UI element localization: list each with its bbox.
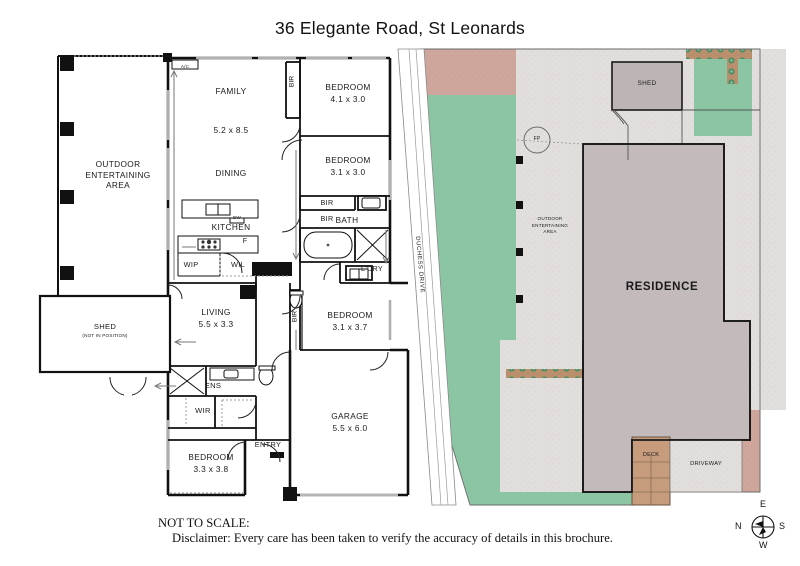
site-label-residence: RESIDENCE xyxy=(625,281,699,293)
not-to-scale-text: NOT TO SCALE: xyxy=(158,516,250,530)
disclaimer-text: Disclaimer: Every care has been taken to… xyxy=(172,531,613,545)
page-title: 36 Elegante Road, St Leonards xyxy=(274,18,525,38)
site-lot xyxy=(397,48,786,506)
fp-label-living-dims: 5.5 x 3.3 xyxy=(198,319,234,329)
fp-label-family: FAMILY xyxy=(215,86,247,96)
fp-label-outdoor-area: OUTDOOR ENTERTAINING AREA xyxy=(85,159,151,190)
fp-label-ldry: L'DRY xyxy=(361,264,383,273)
fp-label-bed-main: BEDROOM xyxy=(188,452,234,462)
site-shed xyxy=(611,61,683,160)
fp-label-shed-note: (NOT IN POSITION) xyxy=(82,333,128,338)
site-label-shed: SHED xyxy=(637,80,657,87)
site-label-driveway: DRIVEWAY xyxy=(690,461,722,467)
fp-label-living: LIVING xyxy=(201,307,231,317)
compass-label-left: N xyxy=(735,521,742,531)
site-label-outdoor-area: OUTDOOR ENTERTAINING AREA xyxy=(531,216,569,235)
fp-label-bed-main-dims: 3.3 x 3.8 xyxy=(193,464,229,474)
fp-label-bir-3: BIR xyxy=(320,214,334,223)
fp-label-shed: SHED xyxy=(93,322,117,331)
fp-label-kitchen: KITCHEN xyxy=(211,222,251,232)
fp-label-bir-1: BIR xyxy=(288,75,296,88)
compass-rose: E N S W xyxy=(735,497,791,553)
fp-label-bir-4: BIR xyxy=(291,310,299,323)
fp-label-ac: A/C xyxy=(180,64,190,69)
fp-label-bed2: BEDROOM xyxy=(325,155,371,165)
site-fence-posts xyxy=(515,109,760,445)
fp-label-ens: ENS xyxy=(204,381,222,390)
site-label-firepit: FP xyxy=(533,136,541,142)
fp-label-garage: GARAGE xyxy=(331,411,369,421)
site-outdoor-area xyxy=(516,139,583,340)
compass-label-top: E xyxy=(760,499,767,509)
compass-label-right: S xyxy=(779,521,786,531)
site-label-street: DUCHESS DRIVE xyxy=(414,236,425,294)
fp-label-wip: WIP xyxy=(183,260,199,269)
fp-label-garage-dims: 5.5 x 6.0 xyxy=(332,423,368,433)
fp-label-bed1: BEDROOM xyxy=(325,82,371,92)
site-label-deck: DECK xyxy=(642,452,660,458)
fp-label-wil: WIL xyxy=(230,260,246,269)
site-deck xyxy=(631,436,671,506)
fp-label-wir: WIR xyxy=(195,406,211,415)
fp-label-bath: BATH xyxy=(335,215,359,225)
fp-label-entry: ENTRY xyxy=(254,440,282,449)
fp-label-bed1-dims: 4.1 x 3.0 xyxy=(330,94,366,104)
disclaimer-block: NOT TO SCALE: Disclaimer: Every care has… xyxy=(158,516,613,546)
fp-label-bed3-dims: 3.1 x 3.7 xyxy=(332,322,368,332)
fp-label-bed3: BEDROOM xyxy=(327,310,373,320)
fp-label-dw: DW xyxy=(232,215,242,220)
fp-label-fridge: F xyxy=(242,238,248,245)
compass-label-bottom: W xyxy=(759,540,768,550)
fp-label-bir-2: BIR xyxy=(320,198,334,207)
fp-label-family-dims: 5.2 x 8.5 xyxy=(213,125,249,135)
fp-label-bed2-dims: 3.1 x 3.0 xyxy=(330,167,366,177)
site-residence xyxy=(582,143,751,493)
fp-label-dining: DINING xyxy=(215,168,247,178)
